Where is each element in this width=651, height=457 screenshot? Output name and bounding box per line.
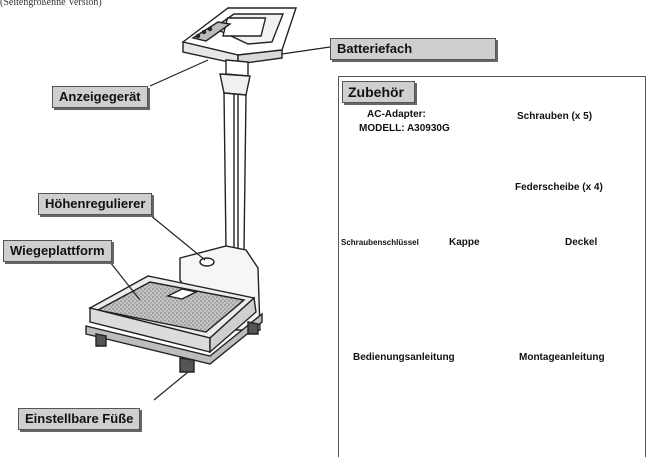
manual-label: Bedienungsanleitung	[353, 352, 455, 363]
header-note: (Seitengrößenne Version)	[0, 0, 102, 8]
spring-washer-label: Federscheibe (x 4)	[515, 182, 603, 193]
leader-lines	[109, 46, 331, 401]
assembly-guide-label: Montageanleitung	[519, 352, 605, 363]
column	[219, 59, 251, 251]
ac-adapter-model: MODELL: A30930G	[359, 123, 450, 134]
label-adjustable-feet: Einstellbare Füße	[18, 408, 141, 430]
accessories-title: Zubehör	[342, 81, 415, 103]
wrench-label: Schraubenschlüssel	[341, 238, 419, 247]
label-height-adjuster: Höhenregulierer	[38, 193, 153, 215]
accessories-panel: Zubehör AC-Adapter: MODELL: A30930G Schr…	[338, 76, 646, 457]
cap-label: Kappe	[449, 237, 480, 248]
cover-label: Deckel	[565, 237, 598, 248]
weighing-platform	[85, 275, 263, 373]
screws-label: Schrauben (x 5)	[517, 111, 593, 122]
label-weighing-platform: Wiegeplattform	[3, 240, 112, 262]
ac-adapter-label: AC-Adapter:	[367, 109, 426, 120]
label-display-unit: Anzeigegerät	[52, 86, 148, 108]
display-unit	[181, 7, 297, 65]
label-battery-compartment: Batteriefach	[330, 38, 496, 60]
